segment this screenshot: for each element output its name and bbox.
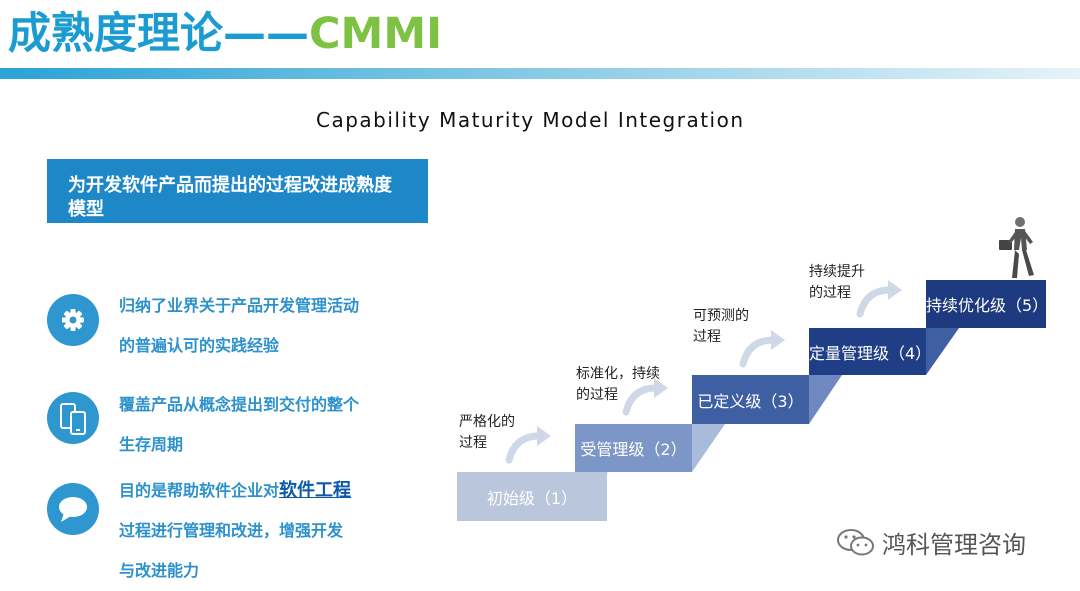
curved-arrow-icon (505, 426, 551, 464)
feature-1-line-2: 的普遍认可的实践经验 (119, 336, 280, 355)
definition-banner (47, 159, 428, 223)
feature-1-text: 归纳了业界关于产品开发管理活动 的普遍认可的实践经验 (119, 286, 419, 366)
businessman-walking-icon (999, 217, 1034, 278)
level-4-quantitatively-managed: 定量管理级（4） (809, 328, 931, 375)
page-title-cn: 成熟度理论—— (8, 9, 309, 59)
feature-3-line-1: 目的是帮助软件企业对 (119, 481, 280, 500)
transition-1-note: 严格化的 过程 (459, 414, 515, 451)
feature-3-text: 目的是帮助软件企业对软件工程 过程进行管理和改进，增强开发 与改进能力 (119, 471, 419, 591)
definition-banner-text: 为开发软件产品而提出的过程改进成熟度模型 (68, 175, 392, 220)
subtitle: Capability Maturity Model Integration (316, 108, 745, 132)
feature-1-line-1: 归纳了业界关于产品开发管理活动 (119, 296, 360, 315)
feature-2-line-1: 覆盖产品从概念提出到交付的整个 (119, 395, 360, 414)
level-2-managed: 受管理级（2） (575, 424, 692, 472)
title-underline-bar (0, 68, 1080, 79)
level-5-optimizing: 持续优化级（5） (926, 280, 1048, 328)
level-1-initial: 初始级（1） (457, 472, 607, 521)
level-3-defined: 已定义级（3） (692, 375, 809, 424)
software-engineering-link[interactable]: 软件工程 (279, 480, 352, 501)
gear-icon (47, 294, 99, 346)
feature-3-line-2: 过程进行管理和改进，增强开发 (119, 521, 344, 540)
chat-bubble-icon (47, 483, 99, 535)
page-title: 成熟度理论——CMMI (8, 8, 442, 60)
curved-arrow-icon (622, 378, 668, 416)
feature-3-line-3: 与改进能力 (119, 561, 200, 580)
curved-arrow-icon (739, 330, 785, 368)
transition-3-note: 可预测的 过程 (693, 308, 749, 345)
curved-arrow-icon (856, 280, 902, 318)
transition-2-note: 标准化，持续 的过程 (576, 366, 660, 403)
transition-4-note: 持续提升 的过程 (809, 264, 865, 301)
wechat-icon (836, 528, 876, 564)
feature-2-line-2: 生存周期 (119, 435, 184, 454)
feature-2-text: 覆盖产品从概念提出到交付的整个 生存周期 (119, 385, 419, 465)
page-title-en: CMMI (309, 9, 443, 59)
devices-icon (47, 392, 99, 444)
watermark: 鸿科管理咨询 (836, 525, 1026, 564)
watermark-text: 鸿科管理咨询 (882, 531, 1026, 559)
